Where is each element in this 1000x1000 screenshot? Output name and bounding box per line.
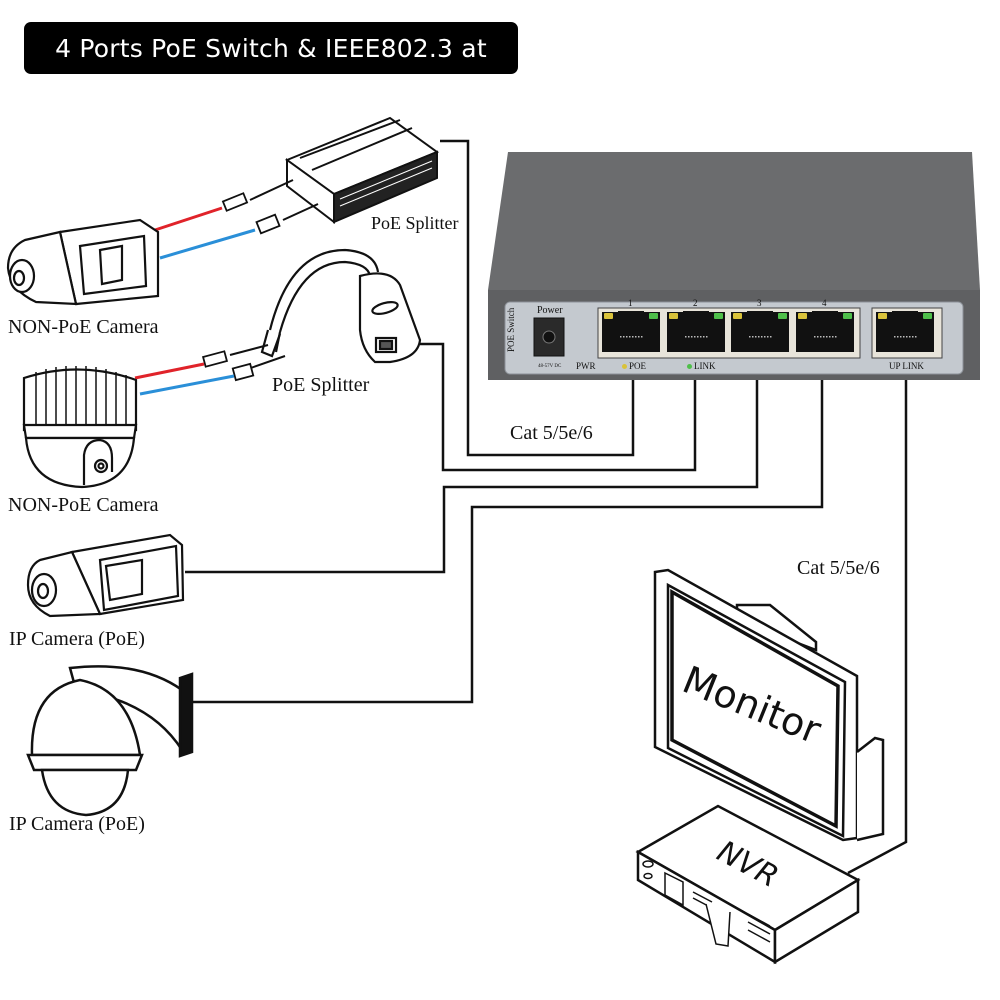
data-wire-1 [159,228,256,260]
port-number-label: 4 [822,298,827,308]
diagram-title: 4 Ports PoE Switch & IEEE802.3 at [24,22,518,74]
switch-power-label: Power [537,305,563,316]
port-number-label: 1 [628,298,633,308]
poe-led [733,313,742,319]
poe-port-4 [796,311,854,352]
link-led-legend-icon [687,364,692,369]
cable-ipcam2-to-port4 [192,372,824,704]
switch-dc-label: 48-57V DC [538,364,562,369]
switch-side-label: POE Switch [506,307,516,352]
switch-link-label: LINK [687,361,716,371]
rj45-plug-1 [255,213,281,235]
poe-splitter-cable-label: PoE Splitter [272,374,370,396]
poe-splitter-box-label: PoE Splitter [371,213,459,233]
switch-poe-label: POE [622,361,646,371]
power-wire-2 [134,362,205,380]
data-wire-2 [139,374,235,396]
poe-switch [488,152,980,380]
uplink-port [876,311,934,352]
non-poe-box-camera-1 [6,218,160,306]
switch-pwr-label: PWR [576,361,596,371]
poe-led-legend-icon [622,364,627,369]
cable-type-label-left: Cat 5/5e/6 [510,422,593,444]
nvr [635,804,861,965]
power-wire-1 [154,206,223,232]
link-led [843,313,852,319]
monitor [653,568,885,842]
poe-splitter-cable [260,248,422,364]
link-led [714,313,723,319]
dc-plug-2 [201,350,229,368]
cable-lines [185,139,908,875]
switch-uplink-label: UP LINK [889,361,924,371]
link-led [923,313,932,319]
ip-ptz-camera [26,665,194,817]
poe-led [604,313,613,319]
poe-port-3 [731,311,789,352]
poe-splitter-box [284,116,440,225]
ip-camera-2-label: IP Camera (PoE) [9,813,145,835]
ip-camera-1-label: IP Camera (PoE) [9,628,145,650]
splitter-box-wires [249,179,319,221]
cable-splitter-cable-to-port2 [420,342,697,472]
poe-led [669,313,678,319]
poe-port-1 [602,311,660,352]
port-number-label: 3 [757,298,762,308]
dc-plug-1 [221,192,249,212]
poe-legend-text: POE [629,361,647,371]
poe-led [878,313,887,319]
link-legend-text: LINK [694,361,716,371]
non-poe-camera-2-label: NON-PoE Camera [8,494,159,516]
poe-port-2 [667,311,725,352]
non-poe-dome-camera [22,366,138,489]
cable-type-label-right: Cat 5/5e/6 [797,557,880,579]
port-number-label: 2 [693,298,698,308]
cable-uplink-to-nvr [847,372,908,875]
link-led [649,313,658,319]
poe-led [798,313,807,319]
cable-ipcam1-to-port3 [185,372,759,574]
non-poe-camera-1-label: NON-PoE Camera [8,316,159,338]
ip-box-camera [26,533,185,618]
cable-splitter-box-to-port1 [440,139,635,457]
link-led [778,313,787,319]
rj45-plug-2 [231,362,255,382]
